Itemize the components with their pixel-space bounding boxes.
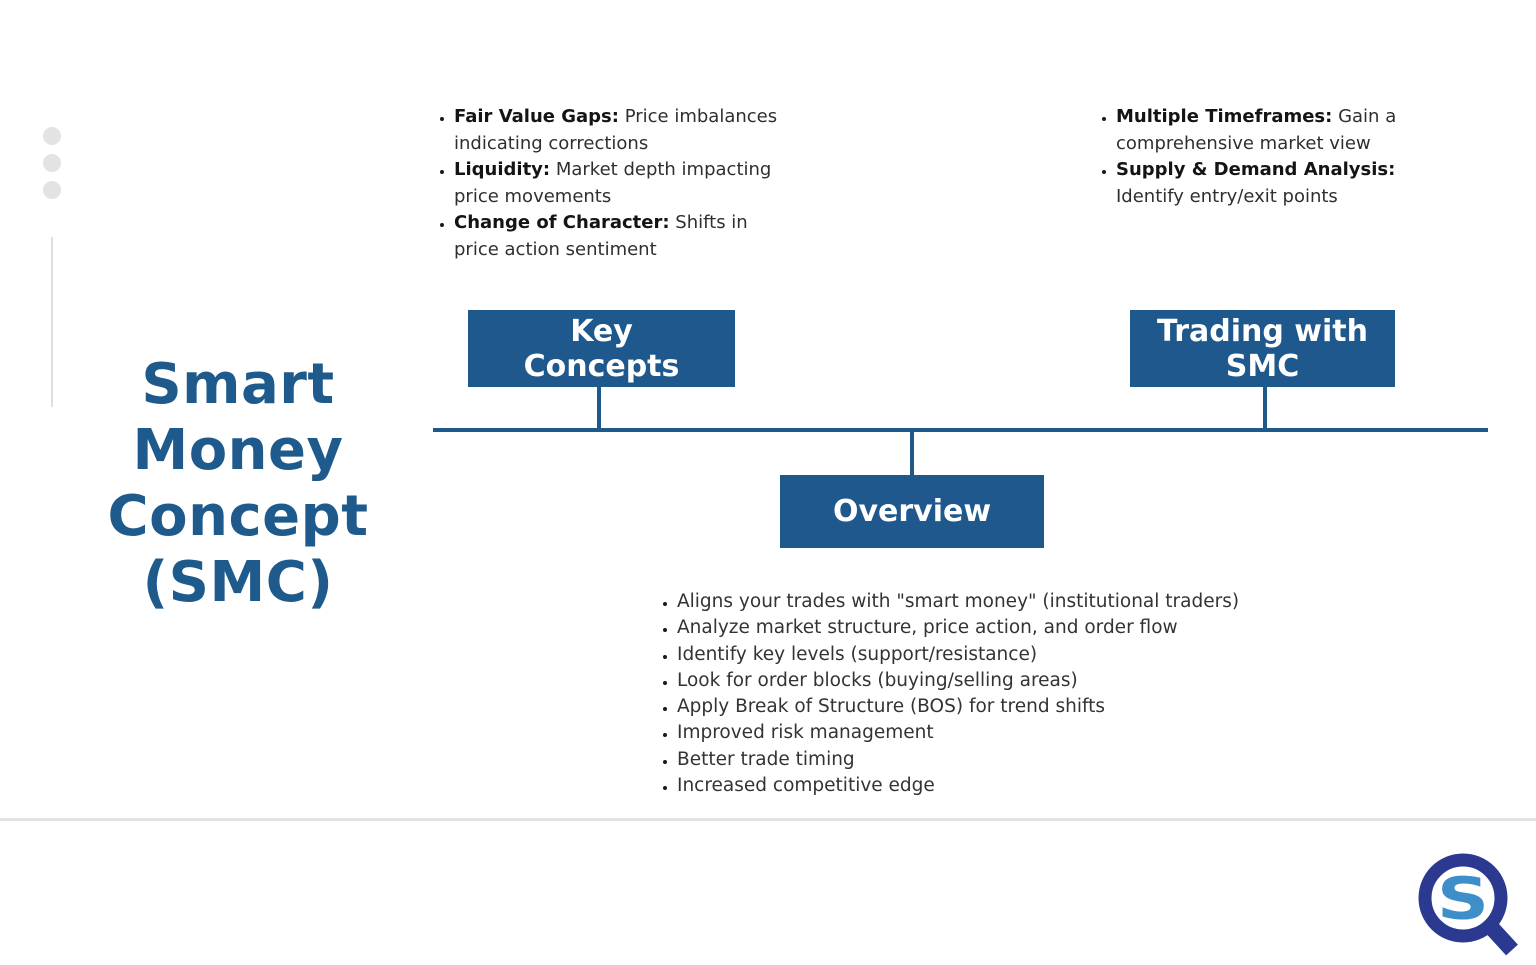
list-item: Analyze market structure, price action, … [677, 615, 1305, 641]
page-title: Smart Money Concept (SMC) [58, 352, 418, 616]
logo-letter: S [1437, 865, 1489, 932]
item-text: Market depth impacting price movements [454, 159, 772, 207]
dot-icon [43, 127, 61, 145]
list-item: Improved risk management [677, 720, 1305, 746]
decorative-dots [43, 127, 61, 208]
title-line: Smart [141, 352, 335, 417]
key-concepts-list: Fair Value Gaps: Price imbalances indica… [432, 104, 788, 263]
connector-overview [910, 432, 914, 475]
item-label: Multiple Timeframes: [1116, 106, 1333, 127]
list-item: Identify key levels (support/resistance) [677, 642, 1305, 668]
trading-with-smc-list: Multiple Timeframes: Gain a comprehensiv… [1094, 104, 1406, 210]
node-label-line: Trading with [1157, 313, 1368, 349]
item-text: Identify entry/exit points [1116, 185, 1338, 207]
item-text: Gain a comprehensive market view [1116, 106, 1397, 154]
item-label: Supply & Demand Analysis: [1116, 159, 1396, 180]
title-line: (SMC) [142, 550, 334, 615]
overview-list: Aligns your trades with "smart money" (i… [655, 589, 1305, 799]
item-label: Liquidity: [454, 159, 551, 180]
title-line: Money [132, 418, 344, 483]
bottom-divider [0, 818, 1536, 821]
list-item: Better trade timing [677, 747, 1305, 773]
node-label-line: SMC [1225, 348, 1300, 384]
overview-node: Overview [780, 475, 1044, 548]
dot-icon [43, 154, 61, 172]
list-item: Supply & Demand Analysis: Identify entry… [1116, 157, 1406, 210]
title-line: Concept [107, 484, 369, 549]
dot-icon [43, 181, 61, 199]
node-label-line: Key [570, 313, 633, 349]
connector-trading-smc [1263, 387, 1267, 428]
item-label: Fair Value Gaps: [454, 106, 619, 127]
list-item: Aligns your trades with "smart money" (i… [677, 589, 1305, 615]
key-concepts-node: Key Concepts [468, 310, 735, 387]
list-item: Look for order blocks (buying/selling ar… [677, 668, 1305, 694]
decorative-vertical-line [51, 237, 53, 407]
list-item: Change of Character: Shifts in price act… [454, 210, 788, 263]
connector-key-concepts [597, 387, 601, 428]
node-label-line: Overview [832, 494, 992, 529]
trading-with-smc-node: Trading with SMC [1130, 310, 1395, 387]
list-item: Liquidity: Market depth impacting price … [454, 157, 788, 210]
list-item: Fair Value Gaps: Price imbalances indica… [454, 104, 788, 157]
node-label-line: Concepts [523, 348, 680, 384]
list-item: Apply Break of Structure (BOS) for trend… [677, 694, 1305, 720]
item-text: Price imbalances indicating corrections [454, 106, 778, 154]
item-text: Shifts in price action sentiment [454, 212, 748, 260]
list-item: Multiple Timeframes: Gain a comprehensiv… [1116, 104, 1406, 157]
brand-logo-icon: S [1418, 853, 1518, 956]
list-item: Increased competitive edge [677, 773, 1305, 799]
item-label: Change of Character: [454, 212, 670, 233]
connector-horizontal [433, 428, 1488, 432]
